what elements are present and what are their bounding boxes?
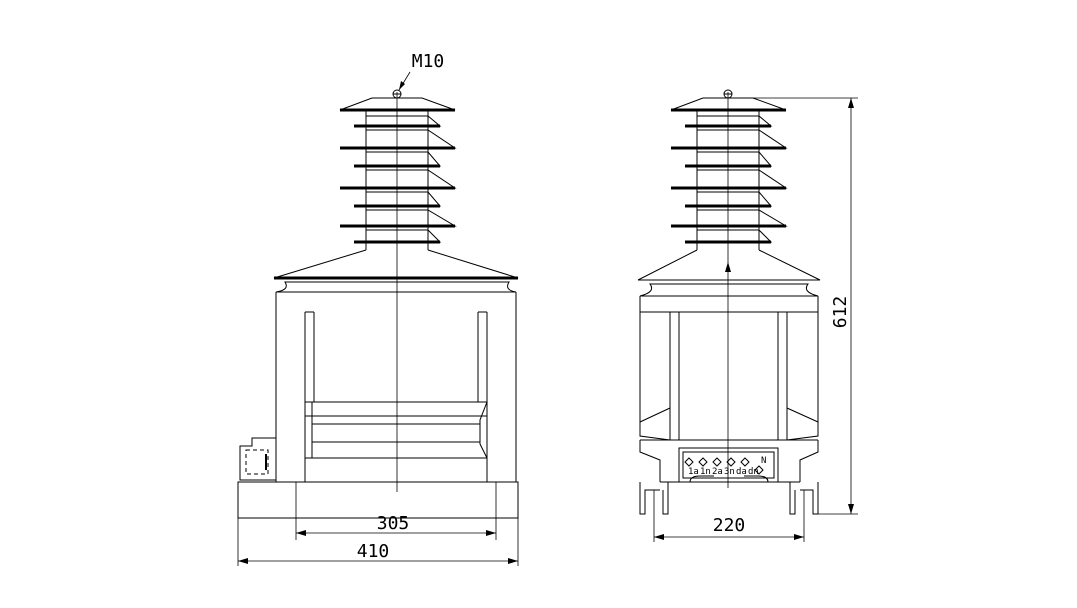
dimension-410-label: 410 bbox=[357, 541, 390, 562]
front-skirt bbox=[273, 249, 519, 293]
side-view: 1a 1n 2a 3n da dn N 220 bbox=[637, 89, 858, 542]
bolt-label: M10 bbox=[412, 51, 445, 72]
dimension-220 bbox=[653, 490, 805, 542]
terminal-label-1n: 1n bbox=[700, 467, 711, 477]
side-terminal-strip: 1a 1n 2a 3n da dn N bbox=[678, 447, 779, 483]
dimension-305-label: 305 bbox=[377, 513, 410, 534]
terminal-label-dn: dn bbox=[748, 467, 759, 477]
terminal-label-3n: 3n bbox=[724, 467, 735, 477]
front-view: 305 410 M10 bbox=[237, 51, 519, 566]
front-insulator-sheds bbox=[339, 97, 457, 250]
terminal-label-2a: 2a bbox=[712, 467, 723, 477]
terminal-label-n: N bbox=[761, 456, 766, 466]
side-skirt bbox=[637, 249, 821, 297]
front-body bbox=[275, 292, 517, 482]
dimension-220-label: 220 bbox=[713, 515, 746, 536]
front-terminal-box bbox=[239, 437, 277, 481]
terminal-diamonds bbox=[684, 457, 764, 475]
side-feet bbox=[639, 481, 819, 515]
terminal-label-1a: 1a bbox=[688, 467, 699, 477]
dimension-612 bbox=[733, 97, 858, 515]
dimension-612-label: 612 bbox=[830, 296, 851, 329]
front-base bbox=[237, 481, 519, 519]
terminal-label-da: da bbox=[736, 467, 747, 477]
dimension-305 bbox=[295, 492, 497, 540]
dimension-410 bbox=[237, 518, 519, 566]
side-insulator-sheds bbox=[670, 97, 788, 250]
side-body bbox=[639, 296, 819, 482]
